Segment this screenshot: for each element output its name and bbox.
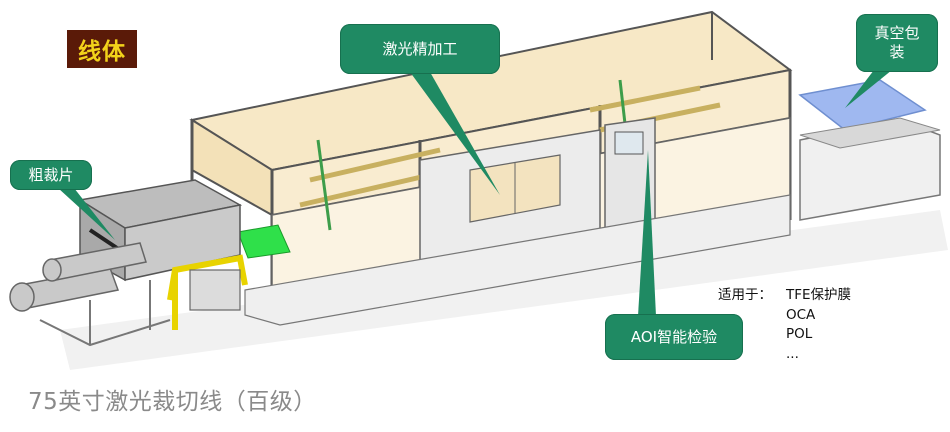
applicable-item: TFE保护膜: [786, 287, 852, 303]
unwind-rolls: [9, 242, 147, 312]
applicable-item: POL: [786, 326, 813, 343]
aoi-callout-pointer: [638, 150, 656, 316]
applicable-item: ...: [786, 345, 799, 362]
laser-callout-pointer: [410, 72, 500, 195]
rough-callout-pointer: [58, 188, 115, 240]
unwind-rack: [39, 280, 171, 347]
control-box: [189, 269, 241, 311]
vacuum-rail: [799, 117, 941, 149]
applicable-label: 适用于：: [718, 287, 772, 303]
aoi-monitor: [614, 131, 644, 155]
floor-shadow: [60, 210, 948, 370]
rough-cutter-slot: [88, 228, 122, 252]
laser-finishing-callout: 激光精加工: [340, 24, 500, 74]
aoi-inspection-callout: AOI智能检验: [605, 314, 743, 360]
rough-cutting-callout: 粗裁片: [10, 160, 92, 190]
vacuum-packing-callout: 真空包装: [856, 14, 938, 72]
vacuum-pad: [798, 79, 927, 131]
yellow-support: [167, 254, 248, 330]
vacuum-callout-pointer: [845, 70, 892, 108]
vacuum-packing-label: 真空包装: [874, 24, 920, 61]
applicable-materials: 适用于： TFE保护膜 OCA POL ...: [718, 286, 851, 364]
figure-caption: 75英寸激光裁切线（百级）: [28, 389, 317, 415]
main-base: [244, 194, 791, 326]
applicable-item: OCA: [786, 306, 816, 323]
line-body-tag: 线体: [67, 30, 137, 68]
green-conveyor: [237, 224, 291, 259]
